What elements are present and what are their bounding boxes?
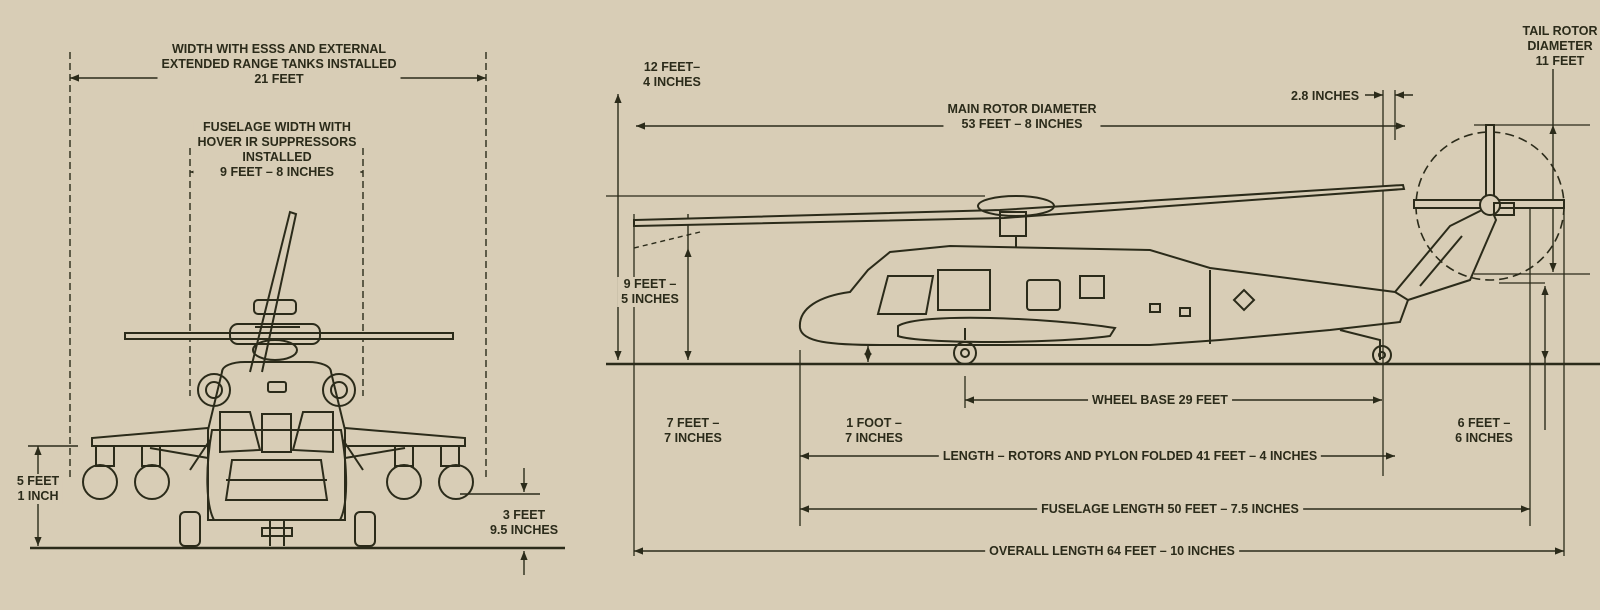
main-rotor-diameter-label: MAIN ROTOR DIAMETER 53 FEET – 8 INCHES xyxy=(943,102,1101,132)
ground-clearance-label: 1 FOOT – 7 INCHES xyxy=(845,416,903,445)
rotor-height-label: 12 FEET– 4 INCHES xyxy=(639,60,705,90)
tank-clearance-label: 3 FEET 9.5 INCHES xyxy=(485,508,563,538)
rotor-tilt-label: 2.8 INCHES xyxy=(1291,89,1360,103)
length-folded-label: LENGTH – ROTORS AND PYLON FOLDED 41 FEET… xyxy=(938,449,1322,464)
side-fuselage xyxy=(798,124,1565,365)
cabin-height-label: 7 FEET – 7 INCHES xyxy=(664,416,722,445)
wheel-base-label: WHEEL BASE 29 FEET xyxy=(1088,393,1232,408)
width-essss-label: WIDTH WITH ESSS AND EXTERNAL EXTENDED RA… xyxy=(157,42,401,87)
overall-length-label: OVERALL LENGTH 64 FEET – 10 INCHES xyxy=(985,544,1239,559)
tail-rotor-diameter-label: TAIL ROTOR DIAMETER 11 FEET xyxy=(1518,24,1600,69)
blade-droop-label: 9 FEET – 5 INCHES xyxy=(617,277,683,307)
ground-to-tank-label: 5 FEET 1 INCH xyxy=(12,474,64,504)
side-main-rotor xyxy=(633,183,1406,249)
fuselage-length-label: FUSELAGE LENGTH 50 FEET – 7.5 INCHES xyxy=(1037,502,1303,517)
tail-height-label: 6 FEET – 6 INCHES xyxy=(1455,416,1513,445)
side-view xyxy=(606,59,1600,556)
front-fuselage xyxy=(82,361,474,547)
front-main-rotor xyxy=(124,210,454,373)
fuselage-width-label: FUSELAGE WIDTH WITH HOVER IR SUPPRESSORS… xyxy=(193,120,361,180)
